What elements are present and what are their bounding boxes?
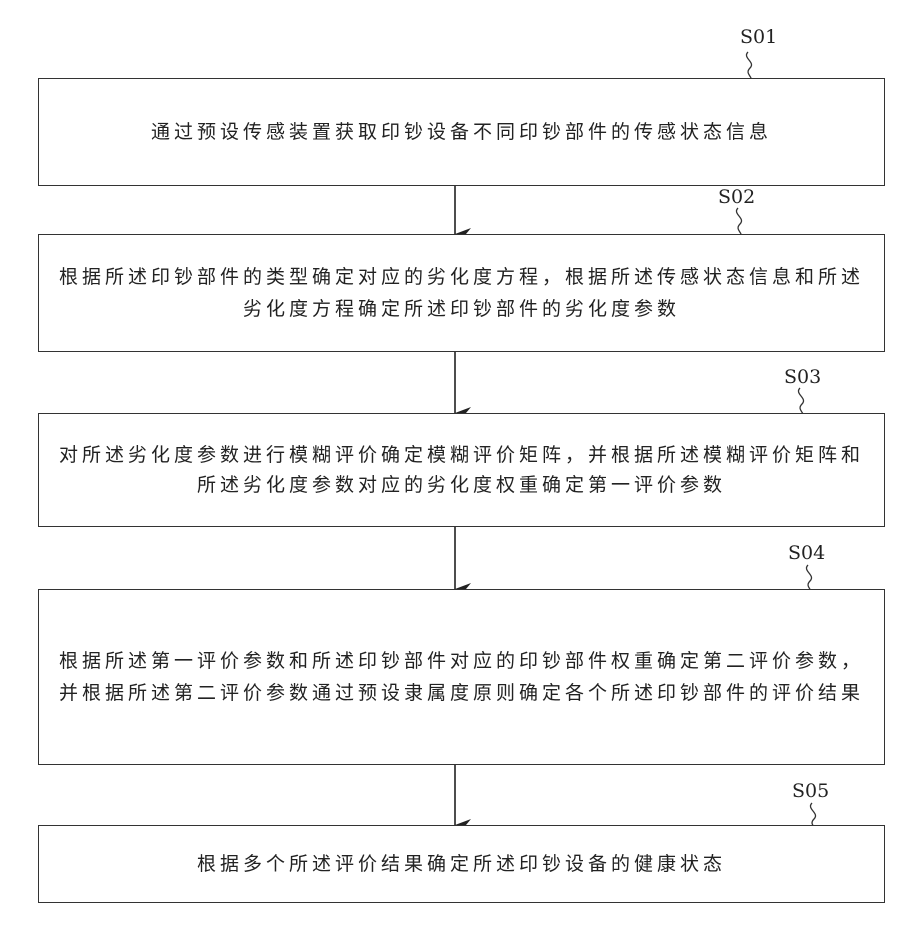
leader-s03 [798,388,803,416]
leader-s01 [746,52,751,80]
step-box-s04: 根据所述第一评价参数和所述印钞部件对应的印钞部件权重确定第二评价参数，并根据所述… [38,589,885,765]
leader-s02 [736,208,741,236]
step-box-s03: 对所述劣化度参数进行模糊评价确定模糊评价矩阵，并根据所述模糊评价矩阵和所述劣化度… [38,413,885,527]
step-text-s02: 根据所述印钞部件的类型确定对应的劣化度方程，根据所述传感状态信息和所述劣化度方程… [53,261,870,325]
step-text-s03: 对所述劣化度参数进行模糊评价确定模糊评价矩阵，并根据所述模糊评价矩阵和所述劣化度… [53,440,870,500]
step-label-s03: S03 [784,366,821,388]
step-label-s04: S04 [788,542,825,564]
step-text-s04: 根据所述第一评价参数和所述印钞部件对应的印钞部件权重确定第二评价参数，并根据所述… [53,645,870,709]
step-label-s05: S05 [792,780,829,802]
step-text-s01: 通过预设传感装置获取印钞设备不同印钞部件的传感状态信息 [53,116,870,148]
step-box-s01: 通过预设传感装置获取印钞设备不同印钞部件的传感状态信息 [38,78,885,186]
step-box-s02: 根据所述印钞部件的类型确定对应的劣化度方程，根据所述传感状态信息和所述劣化度方程… [38,234,885,352]
step-box-s05: 根据多个所述评价结果确定所述印钞设备的健康状态 [38,825,885,903]
step-text-s05: 根据多个所述评价结果确定所述印钞设备的健康状态 [53,848,870,880]
step-label-s02: S02 [718,186,755,208]
step-label-s01: S01 [740,26,777,48]
